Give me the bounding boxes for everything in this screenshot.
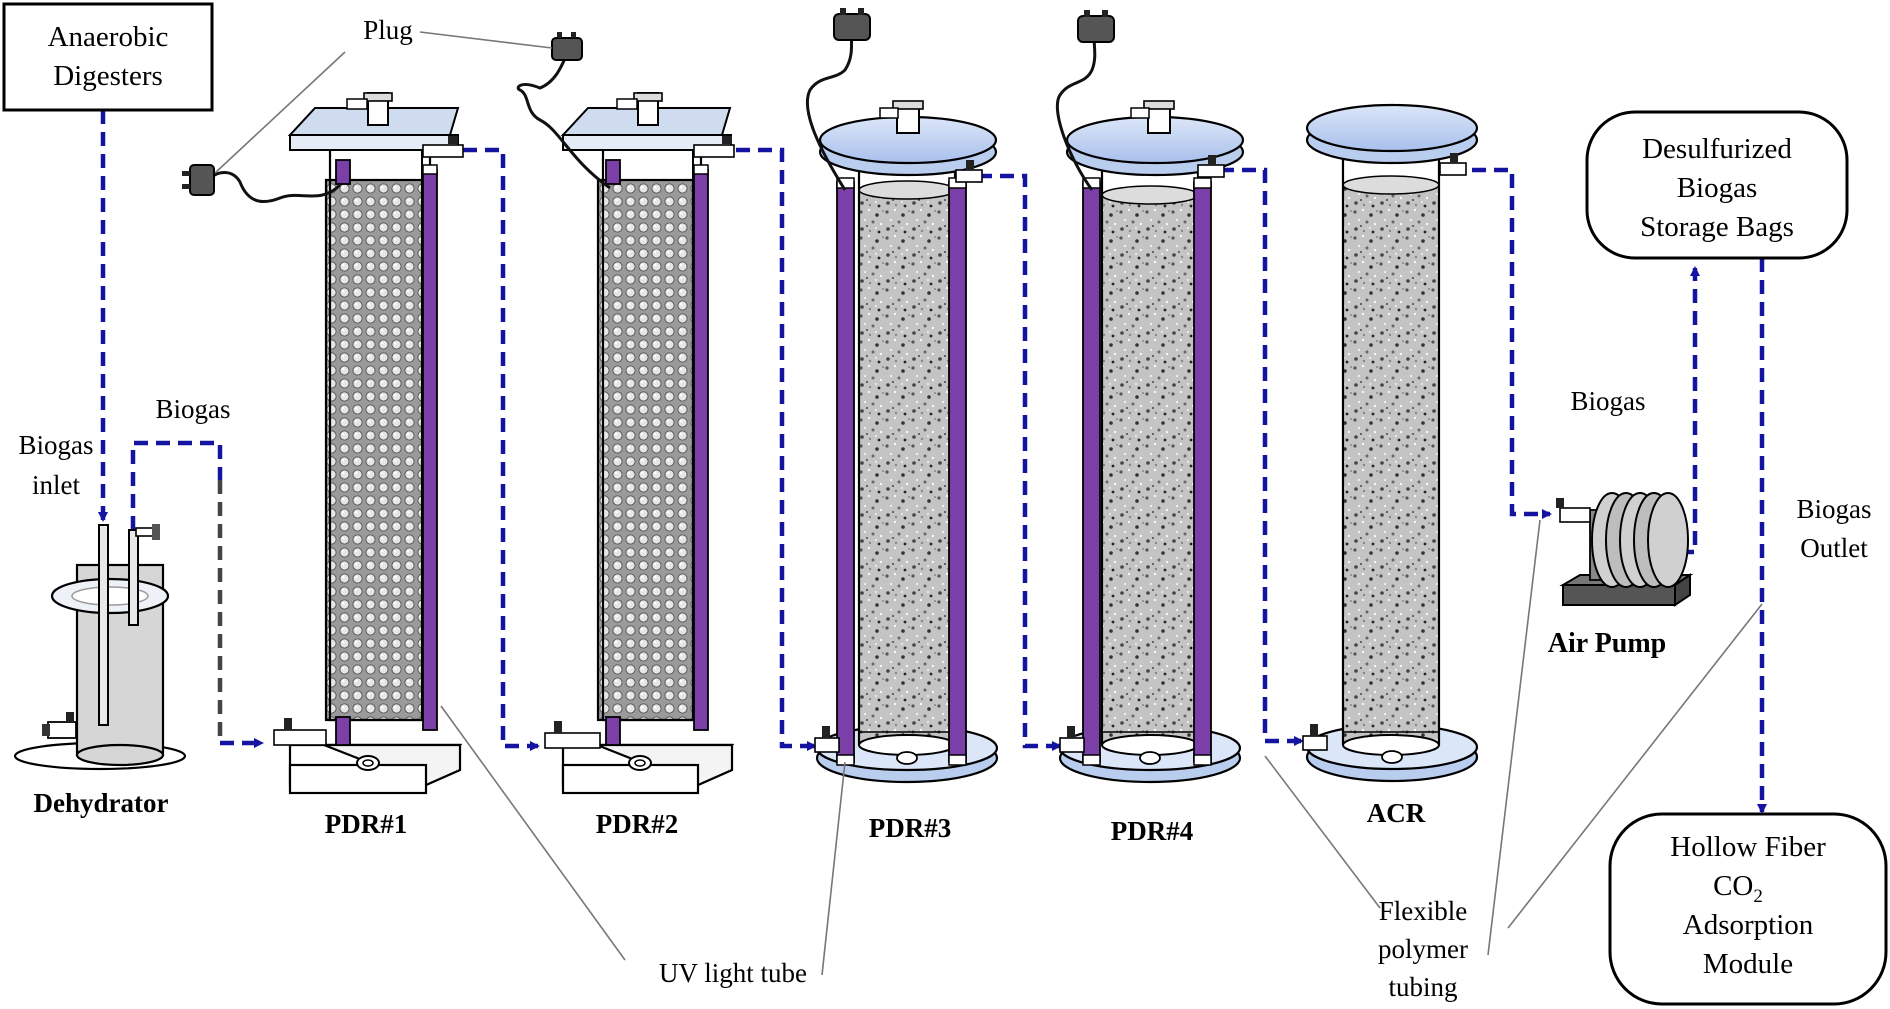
acr-to-pump-line <box>1472 167 1552 519</box>
hollow-fiber-module-box: Hollow Fiber CO2 Adsorption Module <box>1608 812 1888 1006</box>
gas-lines <box>98 110 1767 814</box>
power-cables <box>208 29 1097 204</box>
pdr3-reactor: PDR#3 <box>814 100 999 843</box>
hollow-fiber-label-2: CO2 <box>1713 870 1763 907</box>
pdr1-label: PDR#1 <box>325 809 408 839</box>
air-pump: Air Pump <box>1548 492 1694 659</box>
storage-bags-label-3: Storage Bags <box>1640 211 1794 243</box>
biogas-right-label: Biogas <box>1570 386 1645 416</box>
pdr4-reactor: PDR#4 <box>1058 100 1245 846</box>
pdr2-reactor: PDR#2 <box>544 92 735 839</box>
acr-reactor: ACR <box>1302 103 1479 828</box>
anaerobic-digesters-label-2: Digesters <box>53 60 163 92</box>
pdr2-to-pdr3-line <box>736 147 817 751</box>
hollow-fiber-label-3: Adsorption <box>1683 909 1814 941</box>
flexible-tubing-label-3: tubing <box>1388 972 1457 1002</box>
biogas-outlet-label-1: Biogas <box>1796 494 1871 524</box>
leader-lines <box>214 31 1763 976</box>
biogas-inlet-label-1: Biogas <box>18 430 93 460</box>
plug-label: Plug <box>363 15 413 45</box>
biogas-outlet-label-2: Outlet <box>1800 533 1868 563</box>
subscript-2: 2 <box>1753 886 1763 907</box>
pdr4-label: PDR#4 <box>1111 816 1194 846</box>
dehydrator-outlet-line <box>130 440 223 530</box>
acr-label: ACR <box>1367 798 1426 828</box>
biogas-inlet-label-2: inlet <box>32 470 80 500</box>
dehydrator: Dehydrator <box>13 524 187 818</box>
anaerobic-digesters-label-1: Anaerobic <box>48 21 169 53</box>
biogas-top-label: Biogas <box>155 394 230 424</box>
pdr3-to-pdr4-line <box>978 173 1062 751</box>
pdr1-reactor: PDR#1 <box>273 92 464 839</box>
flexible-tubing-label-1: Flexible <box>1379 896 1468 926</box>
pdr3-label: PDR#3 <box>869 813 952 843</box>
pdr1-to-pdr2-line <box>463 147 540 751</box>
storage-bags-label-1: Desulfurized <box>1642 133 1792 165</box>
hollow-fiber-label-4: Module <box>1703 948 1793 980</box>
uv-light-tube-label: UV light tube <box>659 958 807 988</box>
air-pump-label: Air Pump <box>1548 628 1667 659</box>
hollow-fiber-label-1: Hollow Fiber <box>1670 831 1826 863</box>
co-text: CO <box>1713 870 1753 902</box>
pdr2-label: PDR#2 <box>596 809 679 839</box>
anaerobic-digesters-box: Anaerobic Digesters <box>2 2 214 112</box>
plug-icon <box>182 8 1115 196</box>
storage-bags-label-2: Biogas <box>1677 172 1758 204</box>
pdr4-to-acr-line <box>1220 167 1304 746</box>
storage-bags-box: Desulfurized Biogas Storage Bags <box>1585 110 1849 260</box>
dehydrator-label: Dehydrator <box>34 788 169 818</box>
flexible-tubing-label-2: polymer <box>1378 934 1468 964</box>
